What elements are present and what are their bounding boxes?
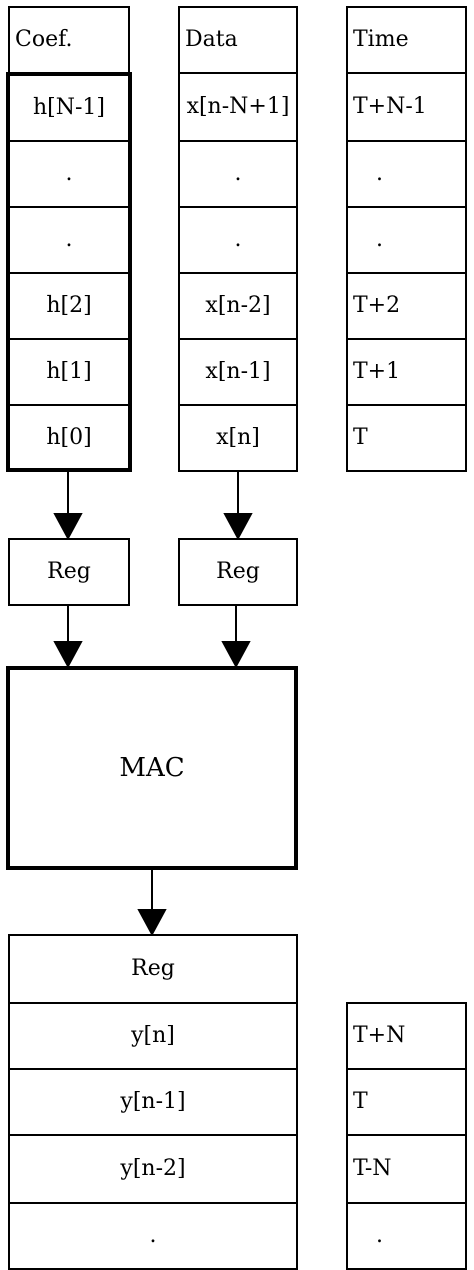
output-cell-y-n-2: y[n-2] bbox=[8, 1134, 298, 1204]
data-register: Reg bbox=[178, 538, 298, 606]
output-time-cell-t-minus-n: T-N bbox=[346, 1134, 467, 1204]
output-cell-dot: . bbox=[8, 1202, 298, 1270]
output-time-cell-t-n: T+N bbox=[346, 1002, 467, 1070]
data-cell-n-2: x[n-2] bbox=[178, 272, 298, 340]
time-cell-t: T bbox=[346, 404, 467, 472]
data-cell-dot-1: . bbox=[178, 140, 298, 208]
arrow-head-data-reg-to-mac bbox=[221, 641, 251, 669]
arrow-head-mac-to-output bbox=[137, 909, 167, 937]
mac-unit: MAC bbox=[6, 666, 298, 870]
coef-cell-2: h[2] bbox=[8, 272, 130, 340]
coef-cell-n-1: h[N-1] bbox=[8, 74, 130, 142]
time-cell-t-n-1: T+N-1 bbox=[346, 72, 467, 142]
output-register-header: Reg bbox=[8, 934, 298, 1004]
data-cell-n-1: x[n-1] bbox=[178, 338, 298, 406]
coef-register: Reg bbox=[8, 538, 130, 606]
time-header: Time bbox=[346, 6, 467, 74]
coef-cell-dot-2: . bbox=[8, 206, 130, 274]
arrow-head-coef-to-reg bbox=[53, 513, 83, 541]
arrow-head-data-to-reg bbox=[223, 513, 253, 541]
coef-cell-0: h[0] bbox=[8, 404, 130, 472]
data-cell-dot-2: . bbox=[178, 206, 298, 274]
output-time-cell-t: T bbox=[346, 1068, 467, 1136]
arrow-head-coef-reg-to-mac bbox=[53, 641, 83, 669]
data-header: Data bbox=[178, 6, 298, 74]
output-cell-y-n: y[n] bbox=[8, 1002, 298, 1070]
coef-cell-dot-1: . bbox=[8, 140, 130, 208]
coef-header: Coef. bbox=[8, 6, 130, 74]
time-cell-dot-2: . bbox=[346, 206, 467, 274]
time-cell-t-2: T+2 bbox=[346, 272, 467, 340]
output-cell-y-n-1: y[n-1] bbox=[8, 1068, 298, 1136]
coef-cell-1: h[1] bbox=[8, 338, 130, 406]
data-cell-n-n-1: x[n-N+1] bbox=[178, 72, 298, 142]
time-cell-t-1: T+1 bbox=[346, 338, 467, 406]
time-cell-dot-1: . bbox=[346, 140, 467, 208]
output-time-cell-dot: . bbox=[346, 1202, 467, 1270]
data-cell-n: x[n] bbox=[178, 404, 298, 472]
